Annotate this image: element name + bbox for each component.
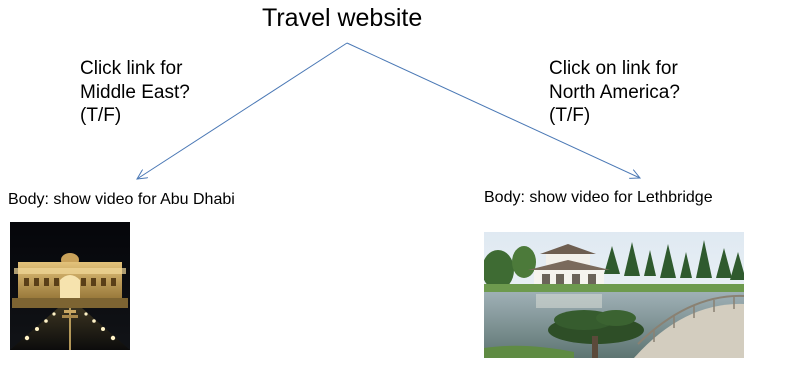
condition-line: North America? [549, 81, 680, 103]
palace-night-photo [10, 222, 130, 350]
diagram-title: Travel website [262, 4, 423, 32]
condition-line: Click link for [80, 58, 183, 79]
condition-line: Middle East? [80, 81, 190, 103]
arrow-to-abu-dhabi [137, 42, 348, 179]
body-abu-dhabi: Body: show video for Abu Dhabi [8, 191, 235, 208]
condition-line: Click on link for [549, 58, 678, 79]
condition-line: (T/F) [549, 105, 591, 126]
condition-line: (T/F) [80, 105, 122, 126]
condition-middle-east: Click link for Middle East? (T/F) [80, 57, 190, 128]
body-lethbridge: Body: show video for Lethbridge [484, 189, 713, 206]
japanese-garden-photo [484, 232, 744, 358]
arrow-to-lethbridge [346, 42, 640, 178]
condition-north-america: Click on link for North America? (T/F) [549, 57, 680, 128]
